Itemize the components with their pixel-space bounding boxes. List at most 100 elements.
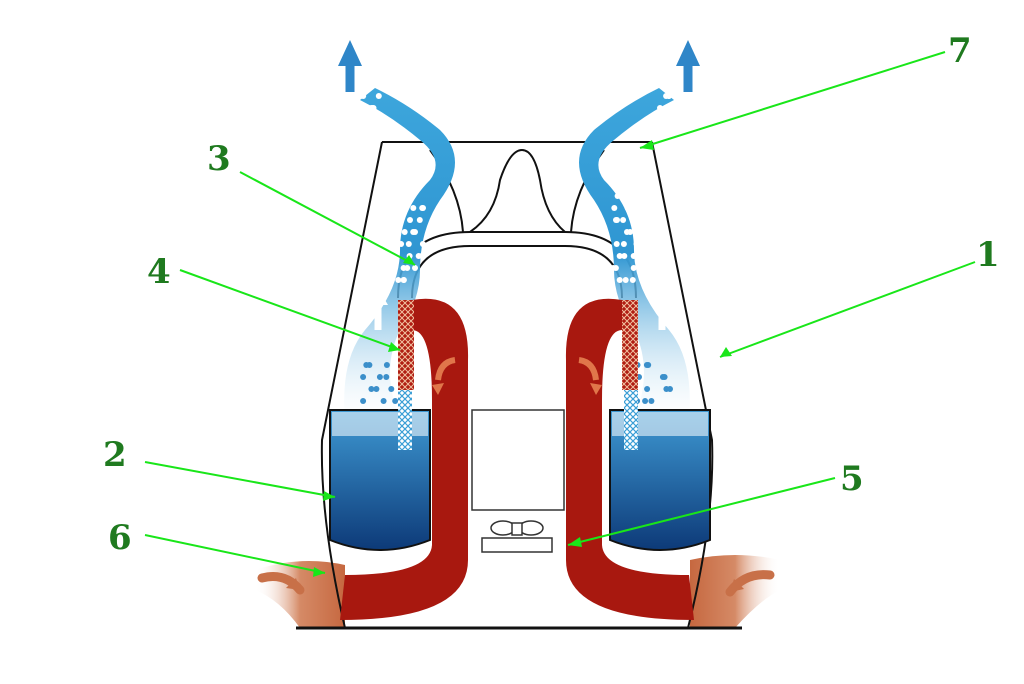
- droplet: [629, 193, 636, 199]
- heater-duct-right: [565, 298, 694, 620]
- droplet: [614, 169, 621, 175]
- droplet: [397, 217, 404, 223]
- droplet: [388, 386, 395, 392]
- droplet: [633, 229, 640, 235]
- droplet: [629, 205, 636, 211]
- droplet: [613, 241, 620, 247]
- droplet: [407, 217, 413, 223]
- droplet: [400, 277, 407, 283]
- droplet: [627, 229, 634, 235]
- droplet: [611, 181, 618, 187]
- leader-1: [719, 261, 976, 358]
- heating-mesh-left: [398, 300, 414, 450]
- droplet: [412, 265, 418, 271]
- droplet: [359, 117, 366, 123]
- droplet: [642, 398, 649, 404]
- droplet: [620, 217, 627, 223]
- droplet: [654, 117, 661, 123]
- label-5: 5: [840, 459, 864, 499]
- droplet: [398, 193, 405, 199]
- droplet: [368, 386, 375, 392]
- leader-2: [144, 461, 336, 498]
- label-4: 4: [147, 252, 171, 292]
- leader-7: [639, 51, 946, 149]
- droplet: [370, 105, 377, 111]
- leader-5: [567, 477, 836, 546]
- droplet: [665, 93, 672, 99]
- incoming-air-left: [255, 561, 345, 628]
- leader-6: [144, 534, 326, 574]
- droplet: [415, 169, 422, 175]
- droplet: [409, 193, 416, 199]
- droplet: [659, 374, 666, 380]
- droplet: [630, 253, 637, 259]
- droplet: [398, 241, 405, 247]
- droplet: [667, 386, 673, 392]
- label-6: 6: [108, 518, 132, 558]
- droplet: [616, 277, 623, 283]
- droplet: [614, 193, 621, 199]
- droplet: [392, 398, 399, 404]
- droplet: [399, 181, 405, 187]
- droplet: [663, 105, 670, 111]
- droplet: [416, 217, 423, 223]
- droplet: [616, 253, 623, 259]
- droplet: [633, 241, 640, 247]
- leader-3: [239, 171, 416, 266]
- water-tank-left: [329, 409, 431, 551]
- droplet: [377, 117, 384, 123]
- droplet: [375, 93, 382, 99]
- droplet: [657, 105, 663, 111]
- droplet: [664, 81, 671, 87]
- droplet: [419, 205, 426, 211]
- droplet: [363, 362, 370, 368]
- label-1: 1: [976, 235, 1000, 275]
- droplet: [632, 169, 639, 175]
- droplet: [413, 181, 420, 187]
- droplet: [404, 265, 411, 271]
- droplet: [415, 253, 422, 259]
- droplet: [394, 169, 401, 175]
- droplet: [614, 217, 620, 223]
- droplet: [620, 241, 627, 247]
- label-3: 3: [207, 139, 231, 179]
- steam-plume-left: [338, 40, 455, 420]
- droplet: [373, 81, 380, 87]
- droplet: [410, 205, 417, 211]
- steam-plume-right: [579, 40, 700, 420]
- droplet: [395, 277, 402, 283]
- droplet: [622, 277, 629, 283]
- droplet: [360, 374, 367, 380]
- droplet: [410, 229, 417, 235]
- droplet: [661, 117, 668, 123]
- droplet: [362, 81, 369, 87]
- droplet: [644, 386, 651, 392]
- droplet: [612, 265, 619, 271]
- droplet: [675, 105, 682, 111]
- droplet: [360, 398, 367, 404]
- droplet: [623, 181, 630, 187]
- heating-mesh-right: [622, 300, 638, 450]
- droplet: [419, 241, 426, 247]
- droplet: [643, 362, 650, 368]
- fan-icon: [481, 520, 553, 553]
- droplet: [629, 277, 636, 283]
- droplet: [405, 169, 411, 175]
- incoming-air-right: [690, 555, 780, 628]
- droplet: [405, 241, 412, 247]
- droplet: [373, 386, 380, 392]
- leader-lines: [144, 51, 976, 577]
- droplet: [624, 205, 631, 211]
- droplet: [621, 253, 628, 259]
- droplet: [360, 93, 367, 99]
- heater-duct-left: [340, 298, 469, 620]
- droplet: [669, 117, 676, 123]
- leader-4: [179, 269, 401, 351]
- droplet: [624, 193, 631, 199]
- droplet: [630, 265, 637, 271]
- droplet: [383, 374, 390, 380]
- droplet: [383, 362, 390, 368]
- label-2: 2: [103, 435, 127, 475]
- droplet: [401, 229, 408, 235]
